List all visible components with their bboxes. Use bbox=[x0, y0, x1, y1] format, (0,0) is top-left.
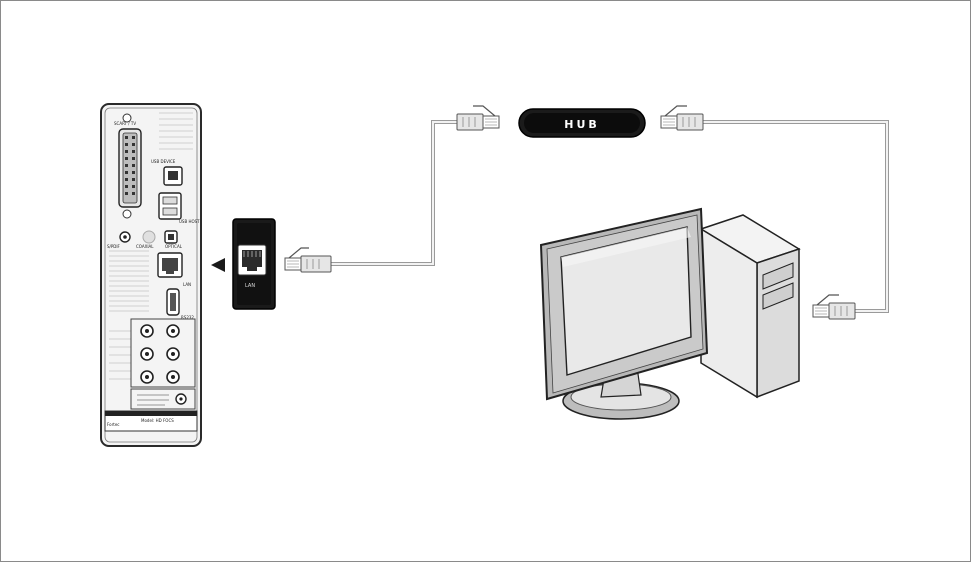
svg-text:USB HOST: USB HOST bbox=[179, 219, 200, 224]
rj45-plug-hub-right bbox=[660, 105, 704, 131]
receiver-back-panel: SCART / TV USB DEVICE bbox=[100, 103, 202, 447]
vent-slots-left bbox=[109, 250, 149, 380]
svg-text:LAN: LAN bbox=[183, 282, 191, 287]
vent-slots-right bbox=[159, 112, 193, 150]
svg-text:S/PDIF: S/PDIF bbox=[107, 244, 121, 249]
rj45-plug-hub-left bbox=[456, 105, 500, 131]
svg-text:Model: HD FOCS: Model: HD FOCS bbox=[141, 418, 174, 423]
desktop-computer bbox=[539, 207, 856, 420]
usb-device-port: USB DEVICE bbox=[151, 159, 183, 186]
ethernet-cables bbox=[331, 120, 889, 313]
monitor bbox=[539, 207, 709, 401]
svg-text:USB DEVICE: USB DEVICE bbox=[151, 159, 176, 164]
rj45-plug-computer bbox=[812, 294, 856, 320]
pointer-arrow-icon bbox=[211, 258, 225, 272]
svg-text:SCART / TV: SCART / TV bbox=[114, 121, 136, 126]
power-input bbox=[130, 388, 196, 410]
svg-text:LAN: LAN bbox=[245, 283, 255, 289]
lan-port-closeup: LAN bbox=[232, 218, 276, 310]
svg-text:Fortec: Fortec bbox=[107, 422, 119, 427]
rj45-plug-receiver-side bbox=[284, 247, 332, 273]
rca-audio-video-ports bbox=[130, 318, 196, 388]
svg-text:COAXIAL: COAXIAL bbox=[136, 244, 154, 249]
rs232-port: RS232 bbox=[166, 288, 194, 320]
lan-port: LAN bbox=[157, 252, 191, 287]
svg-text:OPTICAL: OPTICAL bbox=[165, 244, 183, 249]
usb-host-ports: USB HOST bbox=[158, 192, 200, 224]
spdif-ports: S/PDIF COAXIAL OPTICAL bbox=[107, 230, 183, 249]
network-hub: HUB bbox=[518, 108, 646, 138]
scart-port: SCART / TV bbox=[114, 113, 142, 219]
hub-label: HUB bbox=[564, 118, 600, 131]
pc-tower bbox=[699, 214, 801, 399]
svg-text:RS232: RS232 bbox=[181, 315, 194, 320]
model-sticker: Fortec Model: HD FOCS bbox=[104, 410, 198, 432]
